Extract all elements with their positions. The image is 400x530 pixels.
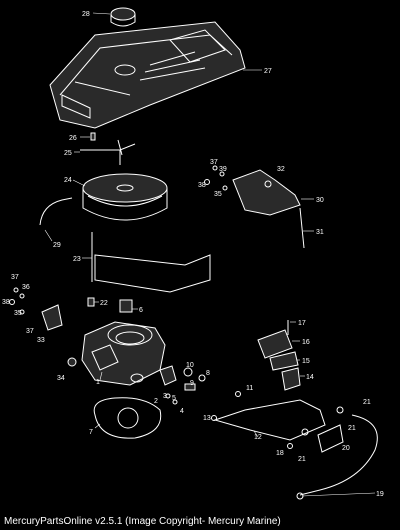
- callout-33: 33: [37, 337, 45, 344]
- part-gasket: [93, 397, 162, 439]
- part-hose: [39, 197, 73, 226]
- part-block-6: [119, 299, 133, 313]
- part-sensor: [130, 365, 178, 405]
- callout-21a: 21: [363, 399, 371, 406]
- part-bracket-25: [80, 139, 136, 165]
- callout-10: 10: [186, 362, 194, 369]
- part-air-filter: [82, 173, 168, 221]
- callout-21c: 21: [298, 456, 306, 463]
- callout-4: 4: [180, 408, 184, 415]
- callout-20: 20: [342, 445, 350, 452]
- part-cap: [110, 7, 136, 27]
- part-small-fittings: [183, 367, 241, 397]
- callout-39: 39: [219, 166, 227, 173]
- callout-36: 36: [22, 284, 30, 291]
- part-throttle-body: [81, 321, 166, 386]
- callout-3: 3: [163, 393, 167, 400]
- callout-38: 38: [198, 182, 206, 189]
- part-throttle-bracket: [232, 169, 305, 249]
- part-bracket-mid: [94, 254, 211, 293]
- part-screw-26: [90, 132, 96, 141]
- part-hose-assembly: [296, 406, 378, 500]
- callout-25: 25: [64, 150, 72, 157]
- leader-lines: [44, 12, 376, 497]
- callout-37b: 37: [11, 274, 19, 281]
- callout-labels: 28 27 26 25 37 39 32 38 35 24 30 29 31 2…: [2, 11, 384, 498]
- part-lower-bracket: [211, 399, 326, 449]
- callout-35: 35: [214, 191, 222, 198]
- image-caption: MercuryPartsOnline v2.5.1 (Image Copyrig…: [4, 516, 281, 527]
- callout-21b: 21: [348, 425, 356, 432]
- part-fasteners-left: [9, 287, 63, 331]
- callout-26: 26: [69, 135, 77, 142]
- callout-31: 31: [316, 229, 324, 236]
- callout-23: 23: [73, 256, 81, 263]
- callout-17: 17: [298, 320, 306, 327]
- callout-35b: 35: [14, 310, 22, 317]
- callout-1: 1: [96, 379, 100, 386]
- callout-9: 9: [190, 380, 194, 387]
- exploded-parts-diagram: 28 27 26 25 37 39 32 38 35 24 30 29 31 2…: [2, 7, 384, 500]
- part-engine-cover: [49, 21, 246, 129]
- callout-37: 37: [210, 159, 218, 166]
- callout-2: 2: [154, 398, 158, 405]
- callout-6: 6: [139, 307, 143, 314]
- callout-16: 16: [302, 339, 310, 346]
- callout-12: 12: [254, 434, 262, 441]
- callout-19: 19: [376, 491, 384, 498]
- callout-37c: 37: [26, 328, 34, 335]
- callout-11: 11: [246, 385, 253, 392]
- part-screw-22: [87, 297, 95, 307]
- part-actuator: [257, 320, 301, 391]
- callout-30: 30: [316, 197, 324, 204]
- callout-15: 15: [302, 358, 310, 365]
- callout-22: 22: [100, 300, 108, 307]
- part-fasteners-upper: [204, 165, 228, 191]
- callout-5: 5: [172, 395, 176, 402]
- part-nut-34: [67, 357, 77, 367]
- callout-29: 29: [53, 242, 61, 249]
- callout-28: 28: [82, 11, 90, 18]
- callout-8: 8: [206, 370, 210, 377]
- callout-34: 34: [57, 375, 65, 382]
- callout-18: 18: [276, 450, 284, 457]
- callout-24: 24: [64, 177, 72, 184]
- callout-7: 7: [89, 429, 93, 436]
- callout-27: 27: [264, 68, 272, 75]
- callout-32: 32: [277, 166, 285, 173]
- callout-14: 14: [306, 374, 314, 381]
- callout-13: 13: [203, 415, 211, 422]
- callout-38b: 38: [2, 299, 10, 306]
